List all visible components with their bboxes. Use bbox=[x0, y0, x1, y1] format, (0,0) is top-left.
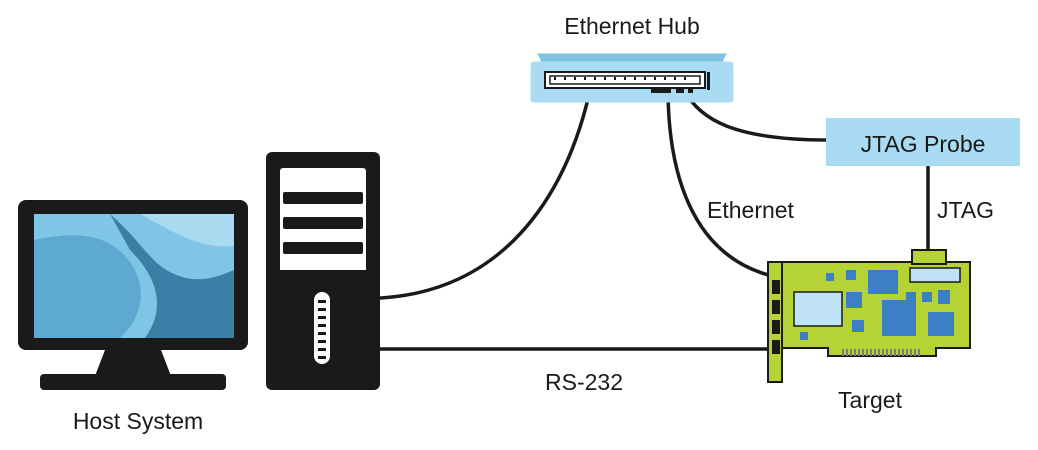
target-label: Target bbox=[838, 387, 903, 413]
jtag-probe-icon bbox=[826, 118, 1020, 166]
ethernet-hub-label: Ethernet Hub bbox=[564, 13, 700, 39]
jtag-probe-label: JTAG Probe bbox=[861, 131, 986, 157]
ethernet-label: Ethernet bbox=[707, 197, 795, 223]
cable-hub-to-target bbox=[666, 86, 774, 278]
cable-host-to-hub bbox=[378, 78, 594, 300]
rs232-label: RS-232 bbox=[545, 369, 623, 395]
host-system-label: Host System bbox=[73, 408, 203, 434]
computer-tower-icon bbox=[266, 152, 380, 390]
ethernet-hub-icon bbox=[530, 53, 734, 103]
ethernet-hub: Ethernet Hub bbox=[530, 13, 734, 103]
jtag-probe: JTAG Probe bbox=[826, 118, 1020, 166]
monitor-icon bbox=[18, 200, 248, 390]
target-board-icon bbox=[767, 249, 971, 383]
jtag-label: JTAG bbox=[937, 197, 994, 223]
